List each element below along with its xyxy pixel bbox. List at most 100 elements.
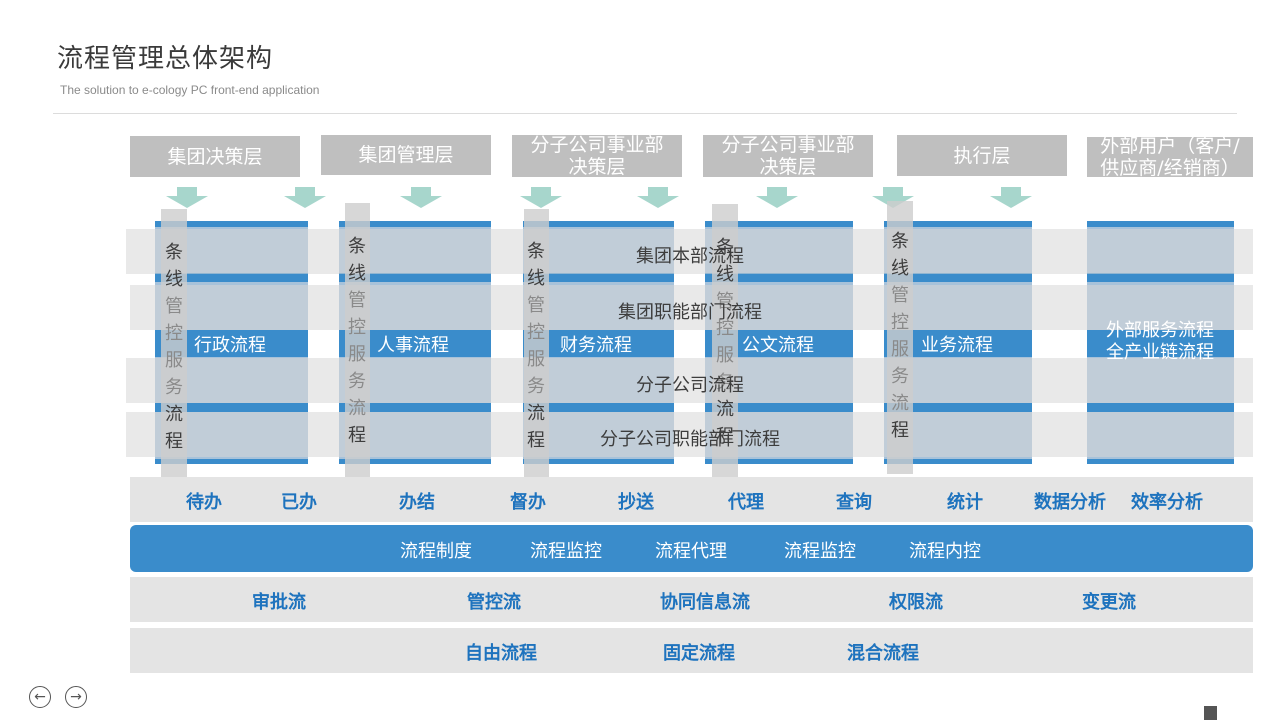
vertical-label-char: 控 [891, 312, 909, 333]
action-delegate[interactable]: 代理 [728, 492, 764, 513]
band-label: 集团本部流程 [636, 246, 744, 267]
vertical-label-char: 务 [527, 376, 545, 397]
layer-group-decision: 集团决策层 [130, 136, 300, 177]
band-group-functional [130, 285, 1253, 330]
tool-item[interactable]: 流程监控 [784, 541, 856, 562]
vertical-label-char: 程 [165, 431, 183, 452]
flow-item: 权限流 [889, 592, 943, 613]
action-todo[interactable]: 待办 [186, 492, 222, 513]
layer-execution: 执行层 [897, 135, 1067, 176]
arrow-left-icon: ← [34, 689, 46, 705]
layer-external-users: 外部用户（客户/ 供应商/经销商） [1087, 135, 1253, 179]
vertical-label-char: 管 [348, 290, 366, 311]
vertical-label-char: 流 [891, 393, 909, 414]
column-label: 人事流程 [377, 335, 449, 356]
mode-item: 混合流程 [847, 643, 919, 664]
vertical-label-char: 流 [716, 399, 734, 420]
vertical-label-char: 线 [348, 263, 366, 284]
band-label: 分子公司职能部门流程 [600, 429, 780, 450]
vertical-label-char: 线 [165, 269, 183, 290]
band-subsidiary [126, 358, 1253, 403]
layer-label: 分子公司事业部 决策层 [530, 134, 664, 178]
vertical-label-char: 流 [348, 398, 366, 419]
column-label: 业务流程 [921, 335, 993, 356]
vertical-label-char: 条 [165, 242, 183, 263]
tools-bar [130, 525, 1253, 572]
action-finished[interactable]: 办结 [399, 492, 435, 513]
vertical-label-char: 务 [716, 372, 734, 393]
vertical-label-char: 条 [716, 237, 734, 258]
page-subtitle: The solution to e-cology PC front-end ap… [60, 83, 320, 97]
action-done[interactable]: 已办 [281, 492, 317, 513]
column-label: 行政流程 [194, 335, 266, 356]
prev-slide-button[interactable]: ← [29, 686, 51, 708]
action-statistics[interactable]: 统计 [947, 492, 983, 513]
vertical-label-char: 管 [527, 295, 545, 316]
tool-item[interactable]: 流程制度 [400, 541, 472, 562]
vertical-label-char: 条 [348, 236, 366, 257]
vertical-label-char: 服 [891, 339, 909, 360]
flow-item: 协同信息流 [660, 592, 750, 613]
band-group-hq [126, 229, 1253, 274]
layer-label: 外部用户（客户/ 供应商/经销商） [1100, 135, 1240, 179]
vertical-label-char: 线 [891, 258, 909, 279]
vertical-label-char: 控 [348, 317, 366, 338]
layer-subsidiary-decision-2: 分子公司事业部 决策层 [703, 134, 873, 178]
vertical-label-char: 务 [165, 377, 183, 398]
vertical-strip [524, 209, 549, 483]
action-efficiency-analysis[interactable]: 效率分析 [1131, 492, 1203, 513]
external-label-line: 外部服务流程 [1106, 320, 1214, 341]
column-label: 公文流程 [742, 335, 814, 356]
corner-mark [1204, 706, 1217, 720]
header-divider [53, 113, 1237, 114]
vertical-label-char: 条 [527, 241, 545, 262]
vertical-label-char: 流 [527, 403, 545, 424]
vertical-label-char: 程 [527, 430, 545, 451]
band-subsidiary-functional [126, 412, 1253, 457]
mode-item: 自由流程 [465, 643, 537, 664]
vertical-label-char: 服 [165, 350, 183, 371]
action-query[interactable]: 查询 [836, 492, 872, 513]
page-title: 流程管理总体架构 [57, 44, 274, 74]
mode-item: 固定流程 [663, 643, 735, 664]
vertical-label-char: 管 [165, 296, 183, 317]
vertical-label-char: 线 [527, 268, 545, 289]
vertical-label-char: 务 [891, 366, 909, 387]
action-data-analysis[interactable]: 数据分析 [1034, 492, 1106, 513]
vertical-label-char: 务 [348, 371, 366, 392]
layer-label: 分子公司事业部 决策层 [721, 134, 855, 178]
vertical-strip [712, 204, 738, 479]
layer-group-management: 集团管理层 [321, 135, 491, 175]
actions-row [130, 477, 1253, 522]
vertical-strip [345, 203, 370, 478]
flows-row [130, 577, 1253, 622]
vertical-label-char: 程 [348, 425, 366, 446]
tool-item[interactable]: 流程监控 [530, 541, 602, 562]
vertical-label-char: 程 [891, 420, 909, 441]
tool-item[interactable]: 流程内控 [909, 541, 981, 562]
tool-item[interactable]: 流程代理 [655, 541, 727, 562]
vertical-strip [161, 209, 187, 483]
modes-row [130, 628, 1253, 673]
vertical-label-char: 管 [716, 291, 734, 312]
action-supervise[interactable]: 督办 [510, 492, 546, 513]
vertical-label-char: 控 [716, 318, 734, 339]
vertical-strip [887, 201, 913, 474]
band-label: 集团职能部门流程 [618, 302, 762, 323]
vertical-label-char: 控 [527, 322, 545, 343]
flow-item: 管控流 [467, 592, 521, 613]
vertical-label-char: 管 [891, 285, 909, 306]
next-slide-button[interactable]: → [65, 686, 87, 708]
action-cc[interactable]: 抄送 [618, 492, 654, 513]
band-label: 分子公司流程 [636, 375, 744, 396]
vertical-label-char: 流 [165, 404, 183, 425]
vertical-label-char: 程 [716, 426, 734, 447]
vertical-label-char: 服 [716, 345, 734, 366]
vertical-label-char: 控 [165, 323, 183, 344]
layer-subsidiary-decision-1: 分子公司事业部 决策层 [512, 134, 682, 178]
vertical-label-char: 服 [348, 344, 366, 365]
vertical-label-char: 服 [527, 349, 545, 370]
flow-item: 审批流 [252, 592, 306, 613]
arrow-right-icon: → [70, 689, 82, 705]
vertical-label-char: 条 [891, 231, 909, 252]
